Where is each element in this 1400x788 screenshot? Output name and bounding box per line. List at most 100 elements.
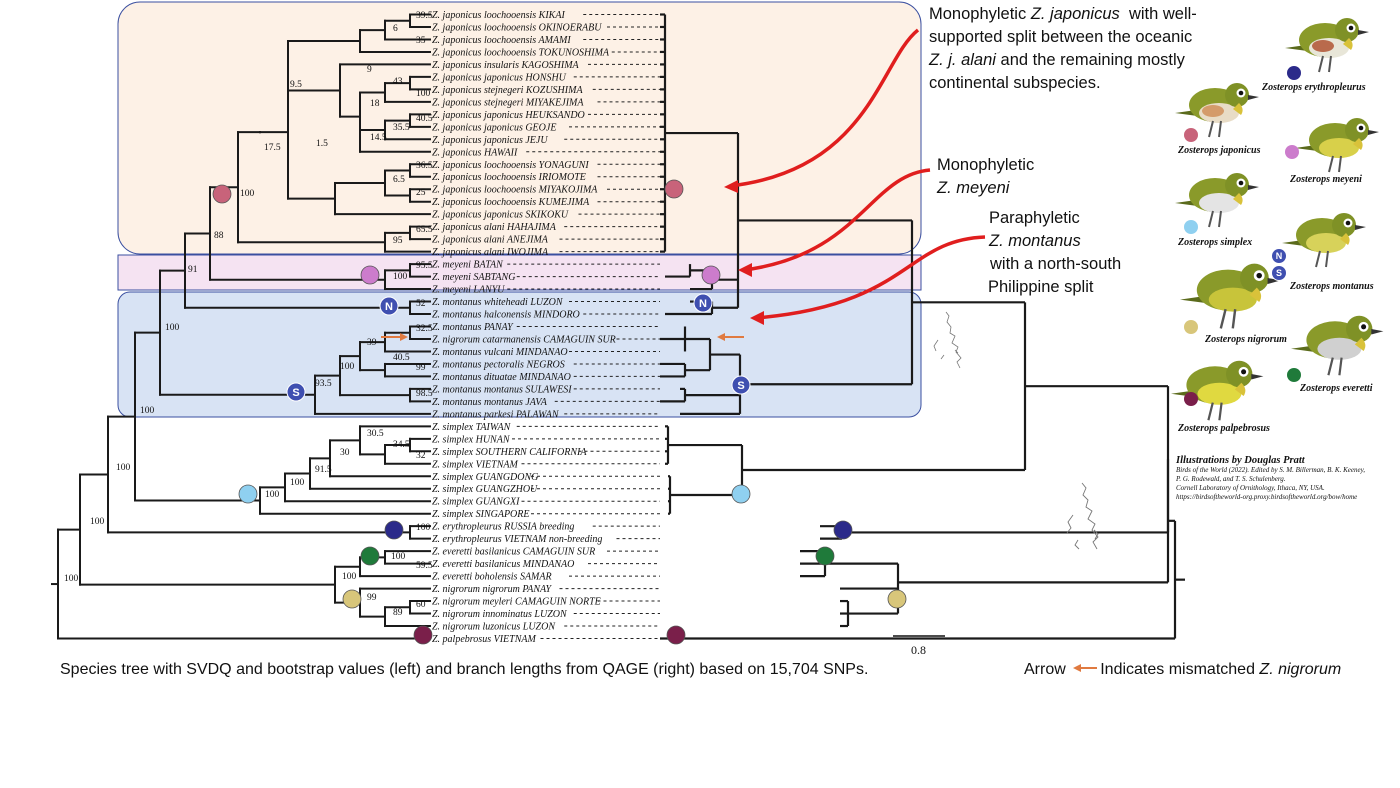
taxon-label: Z. simplex SINGAPORE [432,509,530,520]
support-value: 9.5 [290,80,302,90]
clade-marker-erythropleurus [384,520,404,540]
taxon-label: Z. japonicus japonicus JEJU [432,135,548,146]
support-value: 100 [290,478,305,488]
bird-throat [1233,103,1243,115]
bird-label-palpebrosus: Zosterops palpebrosus [1178,423,1270,434]
qage-tree [660,13,1185,640]
philippines-map-large [1066,482,1099,550]
taxon-label: Z. japonicus loochooensis MIYAKOJIMA [432,185,598,196]
bird-dot-erythropleurus [1287,66,1301,80]
taxon-label: Z. japonicus alani ANEJIMA [432,235,549,246]
clade-marker-montanus-south [286,382,306,402]
support-values: 39.56359431001840.535.514.51.59.536.56.5… [64,11,433,618]
taxon-label: Z. japonicus loochooensis TOKUNOSHIMA [432,47,610,58]
taxon-label: Z. simplex SOUTHERN CALIFORNIA [432,447,587,458]
bird-label-erythropleurus: Zosterops erythropleurus [1262,82,1366,93]
taxon-label: Z. simplex TAIWAN [432,422,512,433]
taxon-label: Z. montanus montanus SULAWESI [432,384,572,395]
support-value: 91.5 [315,465,332,475]
taxon-label: Z. montanus montanus JAVA [432,397,548,408]
taxon-label: Z. nigrorum nigrorum PANAY [432,584,553,595]
bird-leg [1315,250,1321,268]
bird-throat [1234,382,1246,396]
taxon-label: Z. everetti basilanicus CAMAGUIN SUR [432,547,595,558]
bird-leg [1218,120,1222,138]
taxon-label: Z. montanus dituatae MINDANAO [432,372,571,383]
bird-leg [1218,402,1223,421]
support-value: 100 [265,490,280,500]
support-value: 14.5 [370,133,387,143]
support-value: 18 [370,99,380,109]
bird-beak [1368,130,1379,135]
taxon-label: Z. japonicus japonicus HEUKSANDO [432,110,585,121]
taxon-label: Z. japonicus loochooensis IRIOMOTE [432,172,586,183]
taxon-label: Z. nigrorum meyleri CAMAGUIN NORTE [432,597,601,608]
support-value: 99 [416,363,426,373]
clade-marker-palpebrosus [666,625,686,645]
taxon-label: Z. everetti boholensis SAMAR [432,572,552,583]
support-value: 40.5 [393,353,410,363]
bird-dot-meyeni [1285,145,1299,159]
bird-throat [1340,233,1350,245]
bird-throat [1249,287,1262,302]
taxon-label: Z. erythropleurus RUSSIA breeding [432,522,574,533]
bird-illustration [1175,83,1259,138]
support-value: 95 [393,236,403,246]
support-value: 43 [393,77,403,87]
bird-illustration [1180,263,1281,329]
support-value: 100 [342,572,357,582]
clade-marker-everetti [360,546,380,566]
bird-illustration [1291,315,1384,376]
arrow-legend-icon [1073,664,1098,672]
support-value: 100 [393,272,408,282]
support-value: 9 [367,65,372,75]
support-value: 52 [416,299,426,309]
clade-marker-montanus-north-letter: N [699,298,707,310]
taxon-label: Z. japonicus japonicus SKIKOKU [432,210,569,221]
arrow-legend: Arrow Indicates mismatched Z. nigrorum [1024,661,1342,678]
taxon-label: Z. nigrorum innominatus LUZON [432,609,568,620]
support-value: 34.5 [393,440,410,450]
taxon-label: Z. nigrorum catarmanensis CAMAGUIN SUR [432,334,616,345]
bird-eye [1348,25,1354,31]
bird-label-meyeni: Zosterops meyeni [1290,174,1362,185]
support-value: 6.5 [393,175,405,185]
support-value: 100 [116,463,131,473]
bird-eye [1256,272,1262,279]
taxon-label: Z. japonicus alani HAHAJIMA [432,222,557,233]
taxon-label: Z. japonicus stejnegeri KOZUSHIMA [432,85,583,96]
bird-beak [1248,185,1259,190]
support-value: 39 [367,338,377,348]
bird-leg [1325,250,1329,268]
bird-eye [1358,125,1364,131]
bird-label-japonicus: Zosterops japonicus [1178,145,1261,156]
bird-dot-japonicus [1184,128,1198,142]
bird-leg [1231,309,1237,329]
bird-illustration [1282,213,1366,268]
taxon-label: Z. japonicus HAWAII [432,147,518,158]
taxon-label: Z. everetti basilanicus MINDANAO [432,559,574,570]
clade-marker-montanus-south-letter: S [737,380,744,392]
bird-label-nigrorum: Zosterops nigrorum [1205,334,1287,345]
support-value: 32.5 [416,324,433,334]
bird-illustration [1175,173,1259,228]
support-value: 60 [416,600,426,610]
support-value: 1.5 [316,139,328,149]
taxon-label: Z. montanus vulcani MINDANAO [432,347,568,358]
bird-beak [1248,95,1259,100]
support-value: 98.5 [416,389,433,399]
support-value: 30.5 [367,429,384,439]
bird-beak [1267,278,1281,284]
support-value: 25 [416,188,426,198]
taxon-labels: Z. japonicus loochooensis KIKAI Z. japoni… [432,10,616,645]
support-value: 100 [391,552,406,562]
support-value: 88 [214,231,224,241]
taxon-label: Z. simplex HUNAN [432,434,511,445]
bird-flank [1312,40,1334,52]
taxon-label: Z. japonicus loochooensis KIKAI [432,10,565,21]
bird-beak [1371,329,1384,335]
bird-belly [1197,382,1242,405]
taxon-label: Z. simplex GUANGZHOU [432,484,538,495]
